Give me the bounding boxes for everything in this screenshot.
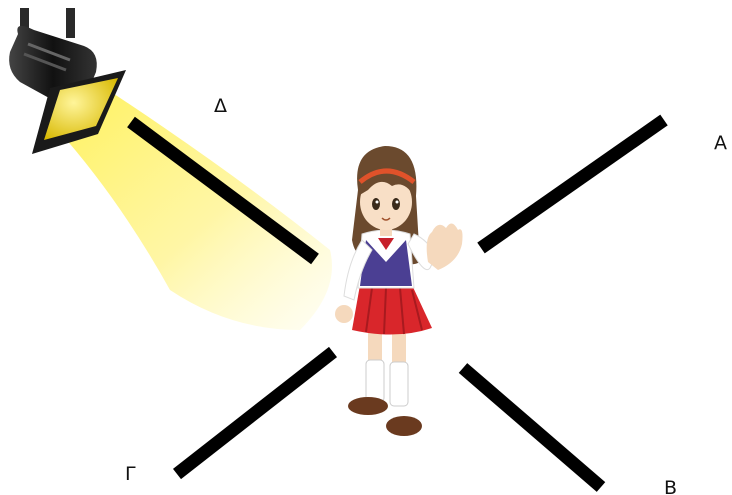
mirror-beta	[458, 363, 606, 492]
mirror-gamma	[172, 346, 338, 480]
mirror-delta	[127, 116, 319, 265]
mirror-alpha	[477, 114, 668, 254]
spotlight-icon	[9, 8, 126, 154]
light-beam	[58, 86, 332, 330]
mirror-label-delta: Δ	[214, 95, 227, 117]
mirror-label-beta: Β	[664, 477, 678, 495]
mirror-label-gamma: Γ	[125, 463, 136, 485]
mirror-label-alpha: Α	[714, 132, 727, 154]
girl-figure	[335, 146, 463, 436]
